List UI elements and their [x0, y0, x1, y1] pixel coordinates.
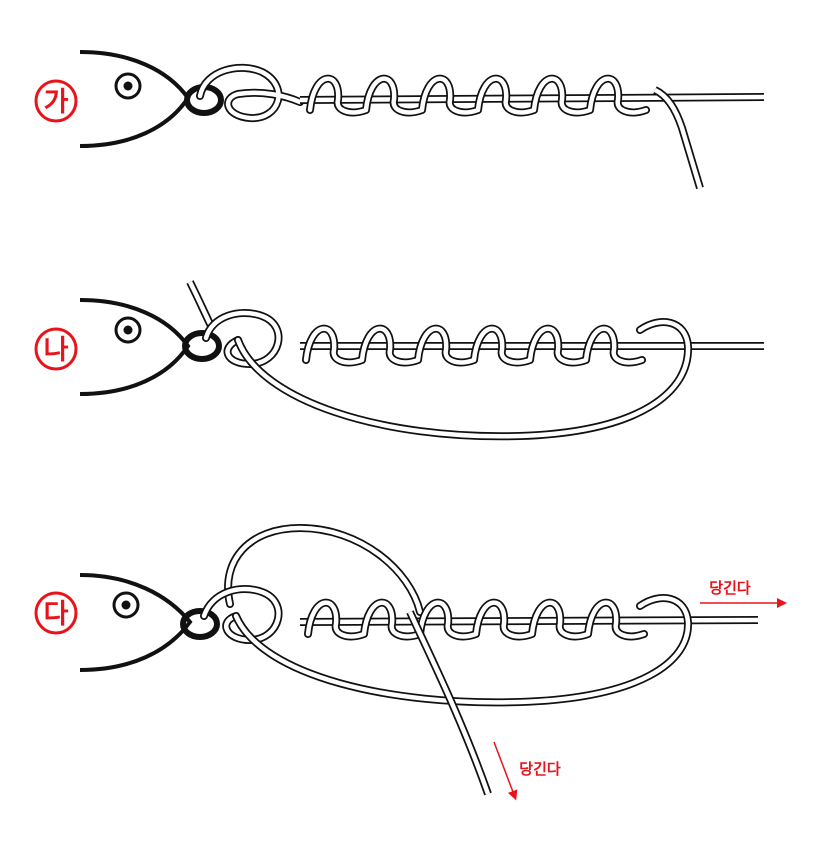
split-ring: [180, 608, 220, 640]
step-3-panel: 다 당긴다 당긴다: [34, 524, 787, 801]
step-marker-1: 가: [34, 79, 78, 123]
step-1-panel: 가: [34, 50, 765, 190]
lure-head: [79, 298, 191, 396]
fishing-line: [196, 63, 765, 190]
step-label-3: 다: [44, 599, 69, 630]
step-marker-2: 나: [34, 327, 78, 371]
split-ring: [182, 330, 222, 362]
pull-tag-label: 당긴다: [519, 760, 561, 778]
step-marker-3: 다: [34, 591, 78, 635]
pull-main-label: 당긴다: [709, 579, 751, 597]
lure-head: [79, 573, 193, 672]
step-label-2: 나: [44, 335, 69, 366]
fishing-line: [186, 280, 764, 441]
fishing-line: [200, 524, 759, 796]
step-label-1: 가: [44, 87, 69, 118]
lure-head: [79, 50, 191, 148]
pull-arrow-tag: 당긴다: [493, 741, 561, 801]
step-2-panel: 나: [34, 280, 764, 441]
pull-arrow-main: 당긴다: [700, 579, 787, 608]
